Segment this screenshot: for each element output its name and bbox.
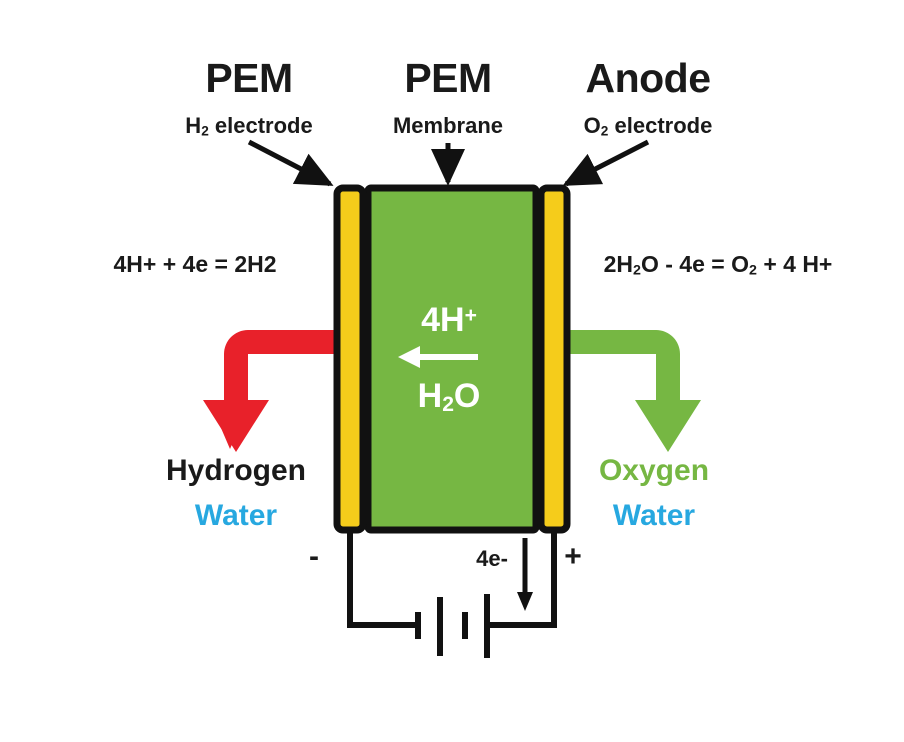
- anode-eq-part-1: 2H: [603, 251, 634, 277]
- hydrogen-output-arrow-icon: [203, 330, 336, 452]
- product-label-water-right: Water: [612, 499, 696, 532]
- callout-subtitle-anode-suffix: electrode: [608, 113, 713, 138]
- anode-eq-part-3: + 4 H+: [756, 251, 833, 277]
- callout-title-cathode: PEM: [205, 55, 293, 101]
- product-label-oxygen: Oxygen: [598, 454, 710, 487]
- oxygen-output-arrow-icon: [566, 330, 701, 452]
- callout-pointer-anode-icon: [562, 139, 650, 187]
- membrane-ion-sup: +: [464, 304, 477, 328]
- terminal-positive: +: [564, 540, 582, 573]
- membrane-water-suffix: O: [453, 377, 481, 415]
- membrane-water-label: H2O: [418, 379, 481, 415]
- product-label-water-left: Water: [194, 499, 278, 532]
- electron-flow-label: 4e-: [476, 546, 508, 571]
- product-label-hydrogen: Hydrogen: [165, 454, 307, 487]
- anode-electrode-block: [537, 184, 571, 534]
- callout-subtitle-anode-prefix: O: [583, 113, 601, 138]
- circuit-wiring: [347, 530, 557, 658]
- callout-subtitle-anode-sub: 2: [600, 123, 609, 139]
- callout-subtitle-cathode-sub: 2: [201, 123, 209, 139]
- callout-subtitle-cathode-prefix: H: [185, 113, 202, 138]
- membrane-water-sub: 2: [442, 392, 454, 416]
- callout-subtitle-cathode: H2 electrode: [185, 115, 312, 138]
- callout-subtitle-membrane: Membrane: [392, 113, 504, 138]
- electron-flow-arrow-icon: [517, 538, 533, 611]
- terminal-negative: -: [309, 540, 319, 573]
- membrane-ion-label: 4H+: [421, 303, 477, 337]
- cathode-electrode-block: [333, 184, 367, 534]
- anode-eq-sub-2: 2: [748, 262, 757, 279]
- cathode-reaction-equation: 4H+ + 4e = 2H2: [113, 251, 277, 277]
- callout-pointer-cathode-icon: [247, 139, 334, 187]
- anode-eq-part-2: O - 4e = O: [640, 251, 749, 277]
- anode-eq-sub-1: 2: [633, 262, 641, 279]
- anode-reaction-equation: 2H2O - 4e = O2 + 4 H+: [604, 253, 833, 278]
- callout-subtitle-cathode-suffix: electrode: [208, 113, 313, 138]
- callout-title-anode: Anode: [585, 55, 711, 101]
- membrane-ion-prefix: 4H: [421, 301, 465, 339]
- proton-transport-arrow-icon: [398, 346, 478, 368]
- callout-title-membrane: PEM: [404, 55, 492, 101]
- membrane-water-prefix: H: [417, 377, 443, 415]
- callout-subtitle-anode: O2 electrode: [584, 115, 713, 138]
